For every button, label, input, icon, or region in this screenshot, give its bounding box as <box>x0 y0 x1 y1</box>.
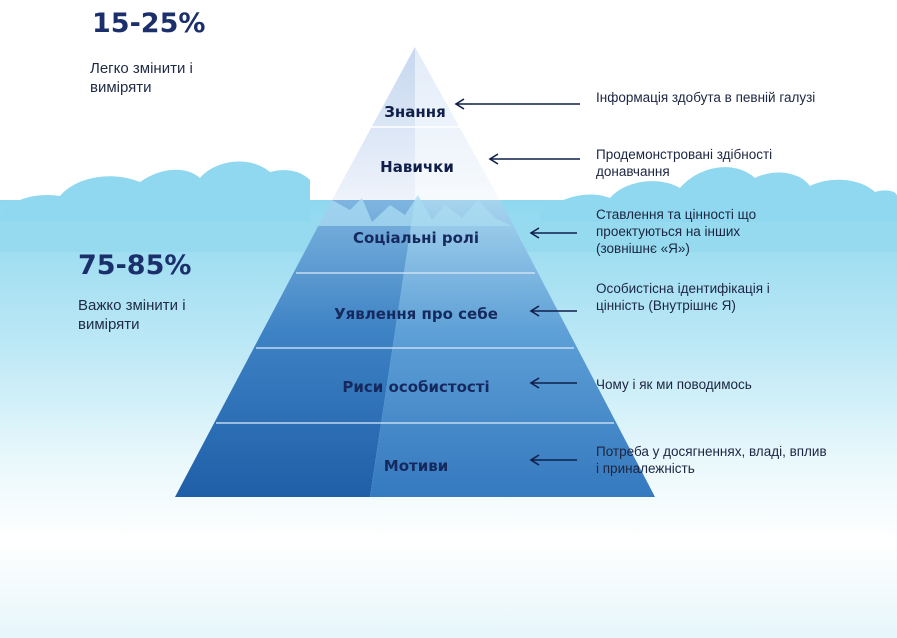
arrow-group <box>454 98 580 466</box>
pyramid-tip-right <box>415 47 500 200</box>
layer-desc-self-image: Особистісна ідентифікація і цінність (Вн… <box>596 281 770 313</box>
layer-label-social-roles: Соціальні ролі <box>352 229 480 247</box>
layer-label-self-image: Уявлення про себе <box>334 305 498 323</box>
bottom-percent: 75-85% <box>78 250 192 281</box>
layer-label-motives: Мотиви <box>383 457 449 475</box>
top-caption: Легко змінити і виміряти <box>90 60 193 96</box>
layer-label-skills: Навички <box>380 158 454 176</box>
cloud-horizon <box>0 161 310 230</box>
layer-desc-skills: Продемонстровані здібності донавчання <box>596 147 773 179</box>
layer-desc-social-roles: Ставлення та цінності що проектуються на… <box>596 207 757 256</box>
bottom-caption: Важко змінити і виміряти <box>78 297 186 333</box>
layer-label-traits: Риси особистості <box>342 378 490 396</box>
pyramid-tip-left <box>332 47 415 200</box>
layer-desc-knowledge: Інформація здобута в певній галузі <box>596 90 816 105</box>
layer-desc-motives: Потреба у досягненнях, владі, вплив і пр… <box>596 444 827 476</box>
layer-desc-traits: Чому і як ми поводимось <box>596 377 752 392</box>
top-percent: 15-25% <box>92 8 206 39</box>
layer-label-knowledge: Знання <box>384 103 446 121</box>
